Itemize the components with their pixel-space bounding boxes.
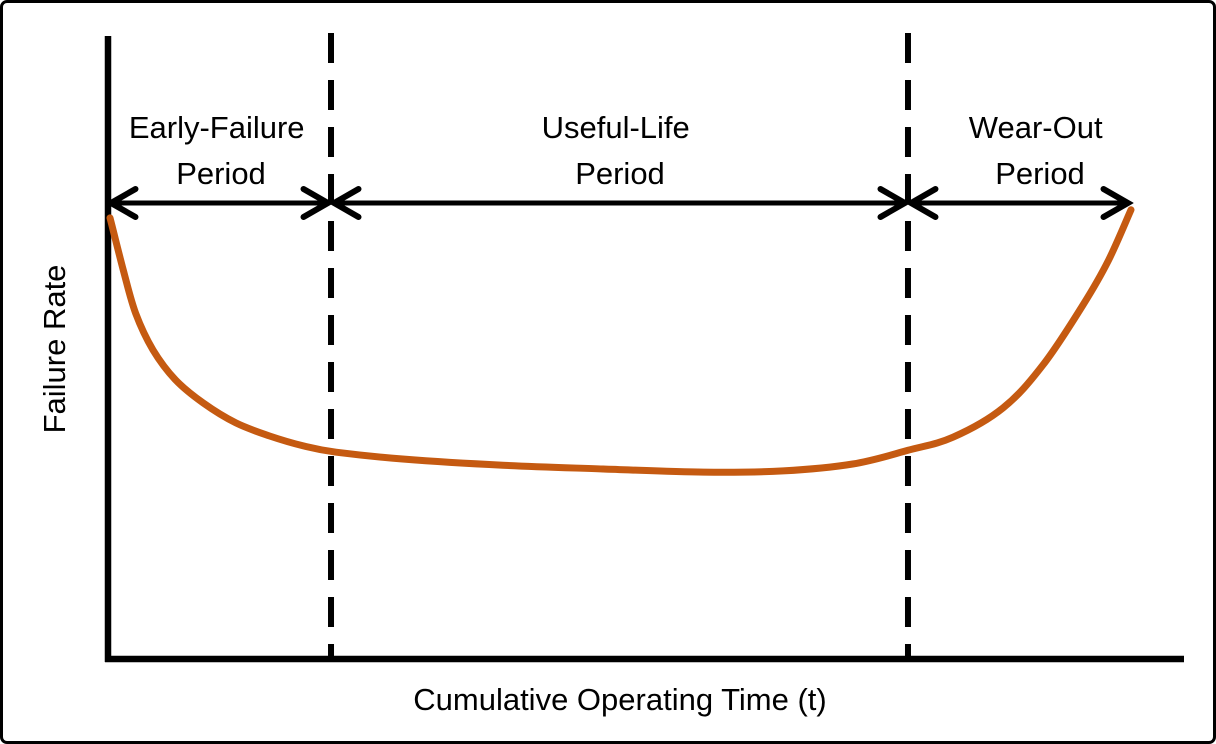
x-axis-label: Cumulative Operating Time (t)	[413, 682, 826, 717]
region-label-useful-life-line1: Useful-Life	[542, 110, 690, 145]
region-label-early-failure-line1: Early-Failure	[129, 110, 305, 145]
region-label-wear-out: Wear-Out Period	[969, 110, 1111, 191]
bathtub-curve-chart: Early-Failure Period Useful-Life Period …	[37, 33, 1184, 717]
region-label-wear-out-line2: Period	[995, 156, 1085, 191]
region-label-useful-life-line2: Period	[575, 156, 665, 191]
region-label-useful-life: Useful-Life Period	[542, 110, 699, 191]
region-dividers	[328, 33, 911, 657]
region-label-wear-out-line1: Wear-Out	[969, 110, 1103, 145]
failure-rate-curve	[106, 206, 1135, 476]
y-axis-label: Failure Rate	[37, 265, 72, 434]
region-label-early-failure: Early-Failure Period	[129, 110, 313, 191]
region-label-early-failure-line2: Period	[176, 156, 266, 191]
